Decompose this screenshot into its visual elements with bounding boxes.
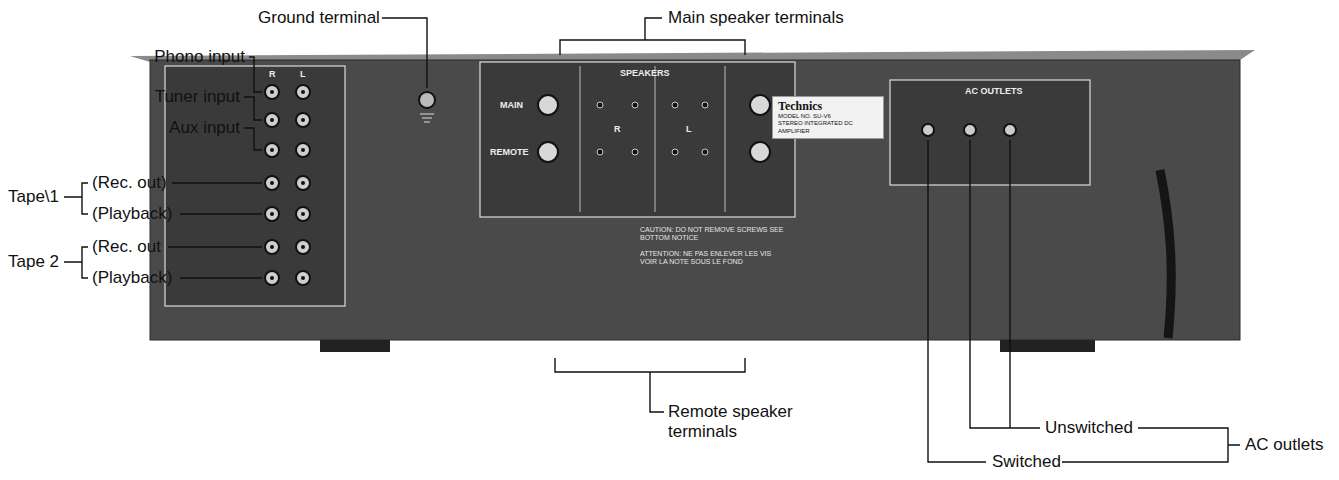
callout-label: Tape 2 <box>8 252 59 272</box>
caution-note: CAUTION: DO NOT REMOVE SCREWS SEE BOTTOM… <box>640 226 790 242</box>
speaker-plate <box>480 62 795 217</box>
model-text: STEREO INTEGRATED DC AMPLIFIER <box>778 120 878 134</box>
foot <box>1000 340 1095 352</box>
speaker-columns <box>580 66 725 212</box>
callout-label: Phono input <box>154 47 245 67</box>
ground-symbol <box>420 114 434 122</box>
panel-heading: SPEAKERS <box>620 68 670 78</box>
model-text: MODEL NO. SU-V6 <box>778 113 878 120</box>
callout-label: (Rec. out <box>92 237 161 257</box>
channel-mark: R <box>269 69 276 79</box>
ac-outlet <box>922 124 1016 136</box>
callout-label: Unswitched <box>1045 418 1133 438</box>
caution-note: ATTENTION: NE PAS ENLEVER LES VIS VOIR L… <box>640 250 790 266</box>
callout-label: Remote speaker terminals <box>668 402 808 441</box>
nameplate: TechnicsMODEL NO. SU-V6STEREO INTEGRATED… <box>772 96 884 139</box>
panel-heading: AC OUTLETS <box>965 86 1023 96</box>
panel-body <box>150 60 1240 340</box>
speaker-terminal <box>538 95 770 162</box>
rca-jacks <box>265 85 310 285</box>
callout-label: Tape\1 <box>8 187 59 207</box>
power-cord <box>1160 170 1171 338</box>
terminal-mark: REMOTE <box>490 147 529 157</box>
callout-label: Switched <box>992 452 1061 472</box>
callout-label: Main speaker terminals <box>668 8 844 28</box>
ground-terminal <box>419 92 435 108</box>
ac-outlet-plate <box>890 80 1090 185</box>
channel-mark: L <box>686 124 692 134</box>
terminal-mark: MAIN <box>500 100 523 110</box>
channel-mark: L <box>300 69 306 79</box>
callout-label: (Playback) <box>92 204 172 224</box>
spring-terminal <box>597 102 708 155</box>
callout-label: AC outlets <box>1245 435 1323 455</box>
brand-name: Technics <box>778 100 878 113</box>
foot <box>320 340 390 352</box>
callout-label: (Playback) <box>92 268 172 288</box>
jack-centers <box>270 90 305 280</box>
callout-label: Ground terminal <box>258 8 380 28</box>
callout-label: (Rec. out) <box>92 173 167 193</box>
callout-label: Aux input <box>169 118 240 138</box>
leader-lines <box>64 18 1240 462</box>
channel-mark: R <box>614 124 621 134</box>
callout-label: Tuner input <box>155 87 240 107</box>
